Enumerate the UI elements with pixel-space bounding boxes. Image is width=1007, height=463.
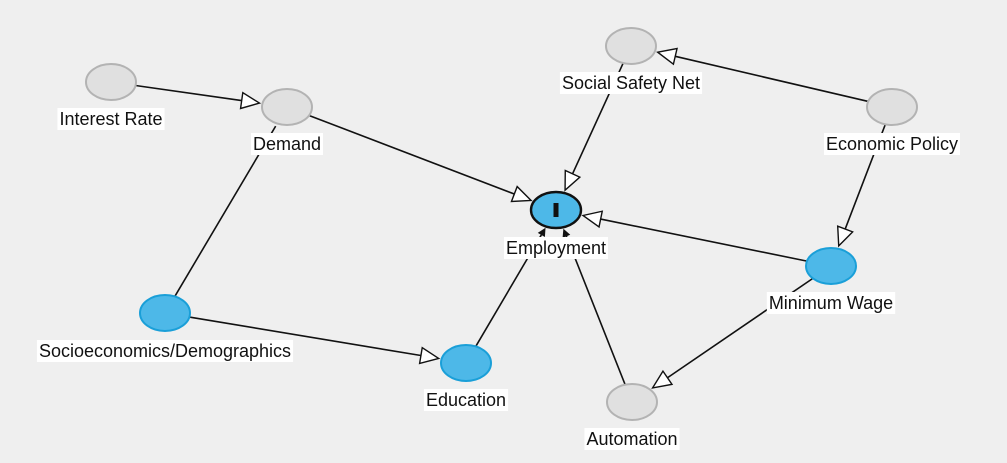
- arrowhead-icon: [564, 169, 582, 192]
- node-label-background: [423, 389, 509, 411]
- node-label: Automation: [586, 429, 677, 449]
- node-circle[interactable]: [866, 88, 918, 126]
- node-label-background: [57, 108, 165, 130]
- node-label: Minimum Wage: [769, 293, 893, 313]
- edge-line: [308, 114, 515, 195]
- edge-minimum-wage-to-employment: [581, 210, 808, 262]
- edge-economic-policy-to-social-safety-net: [656, 47, 869, 103]
- node-label: Employment: [506, 238, 606, 258]
- node-label-background: [503, 237, 609, 259]
- edge-line: [189, 316, 422, 357]
- arrowhead-icon: [418, 346, 441, 365]
- node-label-background: [823, 133, 961, 155]
- node-label-background: [766, 292, 896, 314]
- node-employment[interactable]: Employment: [503, 190, 609, 259]
- arrowhead-icon: [239, 91, 262, 110]
- node-label-background: [250, 133, 324, 155]
- node-circle[interactable]: [805, 247, 857, 285]
- node-label: Social Safety Net: [562, 73, 700, 93]
- edge-line: [675, 55, 869, 103]
- edge-line: [135, 84, 242, 102]
- edge-line: [600, 218, 808, 262]
- node-demand[interactable]: Demand: [250, 88, 324, 155]
- arrowhead-icon: [510, 185, 533, 203]
- node-circle[interactable]: [261, 88, 313, 126]
- node-label-background: [584, 428, 680, 450]
- node-automation[interactable]: Automation: [584, 383, 680, 450]
- outcome-marker-icon: [553, 203, 559, 217]
- node-label: Socioeconomics/Demographics: [39, 341, 291, 361]
- arrowhead-icon: [537, 227, 546, 238]
- node-label: Education: [426, 390, 506, 410]
- node-label-background: [36, 340, 294, 362]
- node-social-safety-net[interactable]: Social Safety Net: [559, 27, 703, 94]
- arrowhead-icon: [581, 210, 604, 229]
- arrowhead-icon: [562, 228, 571, 238]
- node-circle[interactable]: [605, 27, 657, 65]
- node-circle[interactable]: [440, 344, 492, 382]
- node-circle[interactable]: [85, 63, 137, 101]
- node-label-background: [559, 72, 703, 94]
- node-circle[interactable]: [139, 294, 191, 332]
- edge-automation-to-employment: [562, 228, 626, 385]
- node-interest-rate[interactable]: Interest Rate: [57, 63, 165, 130]
- arrowhead-icon: [656, 47, 678, 66]
- edge-socioeconomics-to-education: [189, 316, 441, 365]
- edge-line: [565, 235, 626, 385]
- node-circle[interactable]: [606, 383, 658, 421]
- node-label: Demand: [253, 134, 321, 154]
- node-label: Interest Rate: [59, 109, 162, 129]
- node-economic-policy[interactable]: Economic Policy: [823, 88, 961, 155]
- node-minimum-wage[interactable]: Minimum Wage: [766, 247, 896, 314]
- edge-interest-rate-to-demand: [135, 84, 262, 110]
- node-socioeconomics[interactable]: Socioeconomics/Demographics: [36, 294, 294, 362]
- edge-demand-to-employment: [308, 114, 533, 203]
- arrowhead-icon: [651, 369, 674, 389]
- node-education[interactable]: Education: [423, 344, 509, 411]
- arrowhead-icon: [836, 225, 854, 248]
- edges-layer: [135, 47, 887, 389]
- node-label: Economic Policy: [826, 134, 958, 154]
